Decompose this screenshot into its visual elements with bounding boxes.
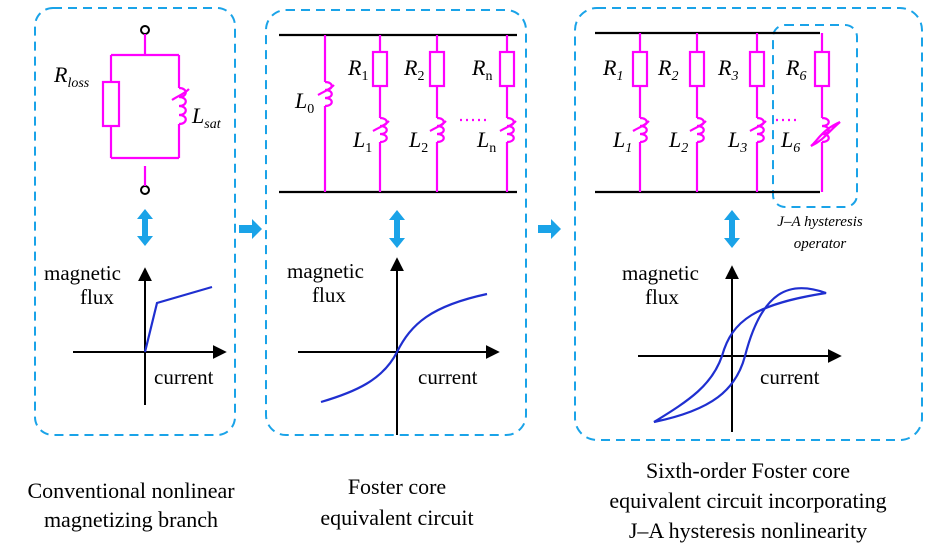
label-l0: L0: [294, 88, 314, 117]
label-l-sat: Lsat: [191, 103, 222, 132]
inductor-l1: [379, 116, 388, 144]
label-l1: L1: [612, 127, 632, 156]
label-r3: R3: [717, 55, 738, 84]
resistor-r1: [631, 50, 649, 88]
plot-foster: magnetic flux current: [287, 257, 500, 435]
caption-line2: equivalent circuit: [320, 505, 473, 530]
label-l2: L2: [408, 127, 428, 156]
double-arrow-icon: [137, 209, 153, 246]
caption-line1: Sixth-order Foster core: [646, 458, 850, 483]
label-l2: L2: [668, 127, 688, 156]
inductor-l1: [639, 116, 648, 144]
panel-conventional: Rloss Lsat magnetic flux current Convent…: [27, 7, 236, 532]
label-r2: R2: [403, 55, 424, 84]
inductor-l6: [821, 116, 830, 144]
caption-line2: magnetizing branch: [44, 507, 218, 532]
panel-frame: [265, 9, 527, 436]
y-axis-label-line1: magnetic: [44, 261, 121, 285]
panel-foster: L0 R1 R2 Rn L1 L2 Ln magnetic flux curre…: [265, 9, 527, 530]
curve-saturation: [320, 292, 488, 404]
resistor-rn: [498, 50, 516, 88]
plot-sixth-order: magnetic flux current: [622, 261, 842, 432]
inductor-l0: [324, 80, 333, 108]
circuit-foster: L0 R1 R2 Rn L1 L2 Ln: [279, 33, 517, 194]
y-axis-label-line2: flux: [80, 285, 114, 309]
caption-line1: Foster core: [348, 474, 446, 499]
y-axis-label-line2: flux: [312, 283, 346, 307]
x-axis-label: current: [418, 365, 478, 389]
resistor-r1: [371, 50, 389, 88]
label-r2: R2: [657, 55, 678, 84]
resistor-r2: [428, 50, 446, 88]
inductor-ln: [506, 116, 515, 144]
terminal-bottom: [140, 185, 150, 195]
resistor-r2: [688, 50, 706, 88]
label-rn: Rn: [471, 55, 492, 84]
plot-conventional: magnetic flux current: [44, 261, 227, 405]
circuit-conventional: Rloss Lsat: [53, 25, 222, 195]
label-r6: R6: [785, 55, 806, 84]
inductor-l3: [756, 116, 765, 144]
double-arrow-icon: [389, 210, 405, 248]
resistor-r6: [813, 50, 831, 88]
label-r-loss: Rloss: [53, 62, 90, 91]
double-arrow-icon: [724, 210, 740, 248]
circuit-sixth-order: R1 R2 R3 R6 L1 L2 L3 L6 J–A hysteresis o…: [595, 31, 863, 252]
panel-frame: [34, 7, 236, 436]
right-arrow-icon: [538, 219, 561, 239]
operator-label-line2: operator: [794, 236, 847, 252]
y-axis-label-line1: magnetic: [622, 261, 699, 285]
resistor-r-loss: [101, 80, 121, 128]
panel-sixth-order: R1 R2 R3 R6 L1 L2 L3 L6 J–A hysteresis o…: [574, 7, 923, 543]
x-axis-label: current: [154, 365, 214, 389]
y-axis-label-line1: magnetic: [287, 259, 364, 283]
curve-hysteresis-loop: [653, 286, 827, 424]
caption-line2: equivalent circuit incorporating: [609, 488, 886, 513]
label-l6: L6: [780, 127, 800, 156]
curve-piecewise: [143, 285, 213, 353]
label-r1: R1: [347, 55, 368, 84]
hysteresis-loop-icon: [810, 120, 841, 147]
resistor-r3: [748, 50, 766, 88]
x-axis-label: current: [760, 365, 820, 389]
y-axis-label-line2: flux: [645, 285, 679, 309]
inductor-l2: [436, 116, 445, 144]
operator-frame: [772, 24, 858, 208]
caption-line1: Conventional nonlinear: [27, 478, 235, 503]
caption-line3: J–A hysteresis nonlinearity: [629, 518, 867, 543]
label-ln: Ln: [476, 127, 496, 156]
label-l1: L1: [352, 127, 372, 156]
panel-frame: [574, 7, 923, 441]
right-arrow-icon: [239, 219, 262, 239]
terminal-top: [140, 25, 150, 35]
label-r1: R1: [602, 55, 623, 84]
operator-label-line1: J–A hysteresis: [777, 214, 863, 230]
label-l3: L3: [727, 127, 747, 156]
inductor-l2: [696, 116, 705, 144]
inductor-l-sat: [178, 86, 187, 126]
